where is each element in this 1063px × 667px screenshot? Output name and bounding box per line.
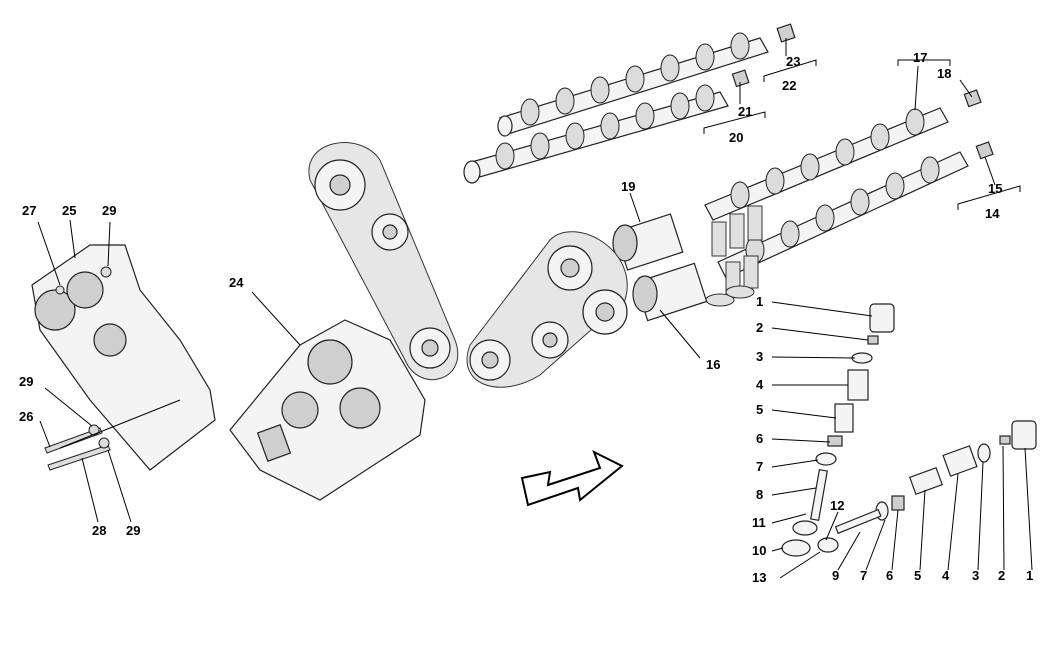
callout-labels: 1 2 3 4 5 6 7 8 11 10 13 12 9 7 6 5 4 3 …: [19, 50, 1033, 585]
callout-3: 3: [756, 349, 763, 364]
callout-22: 22: [782, 78, 796, 93]
callout-27: 27: [22, 203, 36, 218]
callout-6: 6: [756, 431, 763, 446]
callout-2: 2: [756, 320, 763, 335]
callout-17: 17: [913, 50, 927, 65]
callout-26: 26: [19, 409, 33, 424]
callout-14: 14: [985, 206, 1000, 221]
callout-25: 25: [62, 203, 76, 218]
timing-belt-rear: [308, 142, 459, 381]
callout-21: 21: [738, 104, 752, 119]
callout-12: 12: [830, 498, 844, 513]
leader-lines: [37, 38, 1033, 579]
cam-variator-upper: [612, 213, 684, 271]
callout-19: 19: [621, 179, 635, 194]
callout-16: 16: [706, 357, 720, 372]
callout-7b: 7: [860, 568, 867, 583]
valve-train-horizontal: [817, 420, 1037, 553]
group-brackets: [703, 59, 1021, 210]
timing-belt-front: [466, 231, 628, 388]
callout-28: 28: [92, 523, 106, 538]
callout-5b: 5: [914, 568, 921, 583]
camshaft-upper-front: [463, 69, 750, 184]
callout-4b: 4: [942, 568, 950, 583]
callout-1b: 1: [1026, 568, 1033, 583]
callout-6b: 6: [886, 568, 893, 583]
callout-11: 11: [752, 515, 766, 530]
callout-1: 1: [756, 294, 763, 309]
callout-5: 5: [756, 402, 763, 417]
valve-spring-cluster: [705, 205, 763, 307]
camshaft-lower-rear: [704, 89, 982, 221]
callout-18: 18: [937, 66, 951, 81]
cam-variator-lower: [632, 262, 708, 322]
callout-13: 13: [752, 570, 766, 585]
camshaft-upper-rear: [497, 23, 796, 137]
callout-15: 15: [988, 181, 1002, 196]
callout-8: 8: [756, 487, 763, 502]
callout-29-bottom: 29: [126, 523, 140, 538]
callout-24: 24: [229, 275, 244, 290]
arrow-icon: [520, 449, 624, 507]
callout-3b: 3: [972, 568, 979, 583]
callout-29-left: 29: [19, 374, 33, 389]
bolts-left: [44, 266, 112, 471]
callout-7: 7: [756, 459, 763, 474]
callout-20: 20: [729, 130, 743, 145]
timing-cover-left: [31, 244, 216, 471]
callout-29-top: 29: [102, 203, 116, 218]
callout-10: 10: [752, 543, 766, 558]
callout-2b: 2: [998, 568, 1005, 583]
callout-9: 9: [832, 568, 839, 583]
timing-cover-center: [229, 319, 426, 501]
callout-4: 4: [756, 377, 764, 392]
callout-23: 23: [786, 54, 800, 69]
